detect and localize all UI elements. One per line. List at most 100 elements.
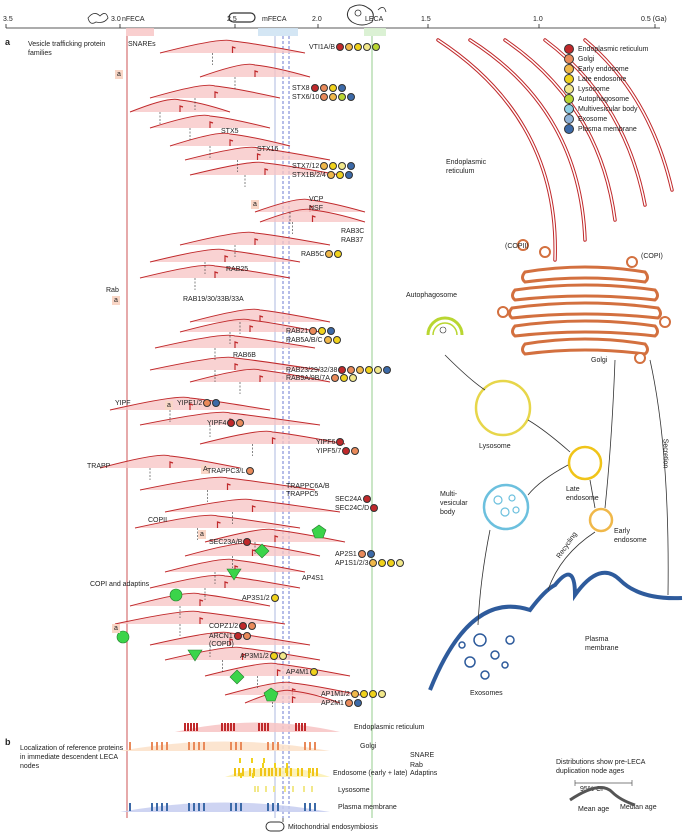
gene-label: RAB25 [226,266,248,273]
gene-label: STX5 [221,128,239,135]
transport-vesicles [497,239,671,364]
family-copi-adaptins: COPI and adaptins [90,581,150,588]
age-distribution-outline [184,146,331,161]
gene-name: YIPF1/2 [177,399,203,407]
gene-label: AP3S1/2 [242,594,279,602]
gene-tree [99,39,366,707]
legend-item: Plasma membrane [564,124,637,134]
gene-name: STX5 [221,128,239,135]
legend-label: Endoplasmic reticulum [578,45,649,53]
gene-label: RAB5C [301,250,343,258]
age-distribution-outline [244,689,341,704]
a-marker: a [112,624,120,633]
localization-dot [309,327,318,335]
age-distribution-outline [99,454,241,469]
age-distribution-outline [179,231,331,246]
node-marker [234,341,239,348]
localization-dot [362,495,371,503]
localization-dot [383,366,392,374]
gene-name: NSF [309,205,323,212]
age-distribution-outline [149,356,321,371]
gene-name: RAB37 [341,237,364,244]
localization-row-label: Lysosome [338,787,370,794]
adaptin-marker [116,630,130,644]
gene-label: VTI1A/B [309,43,381,51]
localization-dot [378,559,387,567]
localization-dot [332,336,341,344]
panel-b-label: b [5,737,11,747]
mean-label: Mean age [578,806,610,813]
gene-label: STX6/10 [292,93,356,101]
age-distribution-outline [169,132,291,147]
label-mvb: Multi- vesicular body [440,491,468,516]
legend-swatch [564,124,574,134]
panel-a-label: a [5,37,11,47]
a-marker: a [251,200,259,209]
localization-distribution [225,767,330,777]
time-axis [5,24,660,36]
gene-name: VCP [309,196,324,203]
family-yipf: YIPF [115,400,131,407]
localization-row-label: Golgi [360,743,377,750]
node-marker [251,549,256,556]
legend-item: Golgi [564,54,594,64]
adaptin-marker [254,543,270,559]
gene-name: STX1B/2/4 [292,171,326,179]
gene-label: SEC24C/D [335,504,379,512]
label-exosomes: Exosomes [470,690,503,697]
gene-name: VTI1A/B [309,43,336,51]
localization-dot [344,699,353,707]
label-secretion: Secretion [661,438,669,469]
localization-dot [269,652,278,660]
localization-dot [337,84,346,92]
localization-dot [329,162,338,170]
autophagosome [426,316,464,336]
age-distribution-outline [149,574,301,589]
event-leca: LECA [365,16,384,23]
age-distribution-outline [224,681,361,696]
localization-dot [325,250,334,258]
mfeca-cell-icon [228,12,256,23]
gene-name: STX16 [257,146,279,153]
localization-dot [278,652,287,660]
label-golgi: Golgi [591,357,608,364]
gene-label: AP4M1 [286,668,318,676]
localization-dot [353,699,362,707]
gene-label: YIPF1/2 [177,399,221,407]
localization-dot [327,327,336,335]
golgi-stack [508,265,662,356]
localization-dot [227,419,236,427]
gene-label: STX16 [257,146,278,153]
localization-dot [328,84,337,92]
age-distribution-outline [254,198,366,213]
gene-label: COPZ1/2 [209,622,257,630]
node-marker [169,461,174,468]
gene-name: AP3S1/2 [242,594,270,602]
age-distribution-outline [204,662,351,677]
age-distribution-outline [129,592,271,607]
node-marker [231,46,236,53]
localization-dot [354,43,363,51]
gene-name: AP2M1 [321,699,344,707]
localization-dot [338,162,347,170]
legend-item: Multivesicular body [564,104,638,114]
footer-mitochondrial-endosymbiosis: Mitochondrial endosymbiosis [288,824,378,831]
age-distribution-outline [164,498,341,513]
legend-swatch [564,84,574,94]
localization-dot [366,550,375,558]
gene-name: STX8 [292,84,310,92]
node-marker [216,521,221,528]
legend-swatch [564,114,574,124]
axis-tick: 2.5 [227,16,237,23]
node-marker [199,617,204,624]
gene-label: VCP [309,196,323,203]
gene-name: COPZ1/2 [209,622,239,630]
node-marker [234,363,239,370]
legend-swatch [564,64,574,74]
gene-label: RAB21 [286,327,336,335]
localization-dot [233,632,242,640]
localization-dot [396,559,405,567]
localization-dot [203,399,212,407]
localization-dot [347,366,356,374]
exosomes [458,633,515,680]
